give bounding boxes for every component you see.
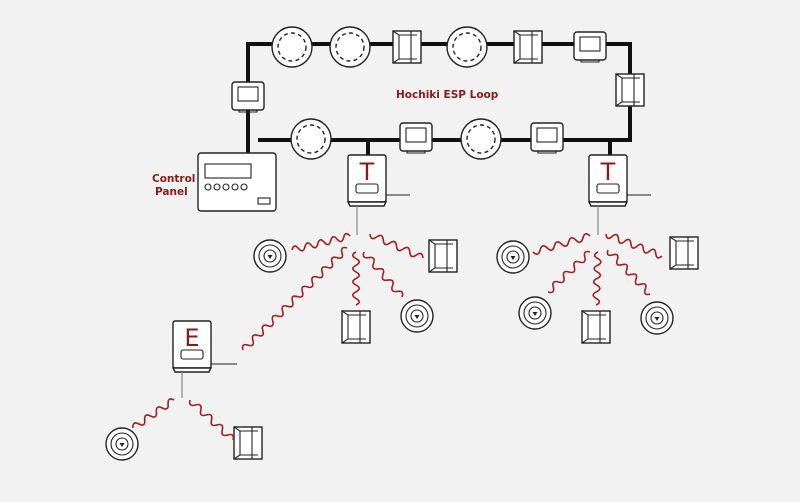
- radio-link-11: [132, 398, 175, 429]
- translator-2-letter: T: [600, 158, 616, 186]
- smoke-detector-3: [446, 26, 488, 68]
- sounder-1: [392, 30, 422, 64]
- expander-letter: E: [184, 324, 199, 352]
- radio-link-5: [362, 251, 404, 298]
- smoke-detector-2: [329, 26, 371, 68]
- wireless-sounder-2: [341, 310, 371, 344]
- smoke-detector-4: [290, 118, 332, 160]
- call-point-4: [530, 122, 564, 154]
- radio-links: [132, 232, 663, 441]
- smoke-detector-1: [271, 26, 313, 68]
- wireless-detector-6: [105, 427, 139, 461]
- radio-link-6: [532, 233, 591, 255]
- wireless-detector-5: [640, 301, 674, 335]
- wireless-detector-4: [518, 296, 552, 330]
- wireless-sounder-3: [669, 236, 699, 270]
- radio-link-9: [592, 251, 602, 306]
- wireless-detector-1: [253, 239, 287, 273]
- wireless-sounder-1: [428, 239, 458, 273]
- radio-link-1: [291, 232, 351, 252]
- sounder-3: [615, 73, 645, 107]
- sounder-2: [513, 30, 543, 64]
- radio-link-2: [369, 233, 424, 259]
- smoke-detector-5: [460, 118, 502, 160]
- radio-link-10: [606, 249, 651, 296]
- translator-1: [346, 154, 410, 235]
- radio-link-4: [352, 251, 360, 306]
- call-point-3: [399, 122, 433, 154]
- wireless-sounder-5: [233, 426, 263, 460]
- wireless-detector-2: [400, 299, 434, 333]
- call-point-2: [231, 81, 265, 113]
- radio-link-7: [605, 233, 663, 259]
- translator-2: [587, 154, 651, 235]
- control-panel-label-line1: Control: [152, 173, 195, 185]
- expander: [171, 320, 237, 398]
- control-panel-label-line2: Panel: [155, 186, 188, 198]
- call-point-1: [573, 31, 607, 63]
- translator-1-letter: T: [359, 158, 375, 186]
- radio-link-8: [547, 250, 591, 294]
- wireless-detector-3: [496, 240, 530, 274]
- radio-link-12: [188, 399, 235, 441]
- loop-label: Hochiki ESP Loop: [396, 89, 499, 101]
- radio-link-3: [241, 246, 348, 351]
- wireless-sounder-4: [581, 310, 611, 344]
- control-panel: [197, 152, 277, 212]
